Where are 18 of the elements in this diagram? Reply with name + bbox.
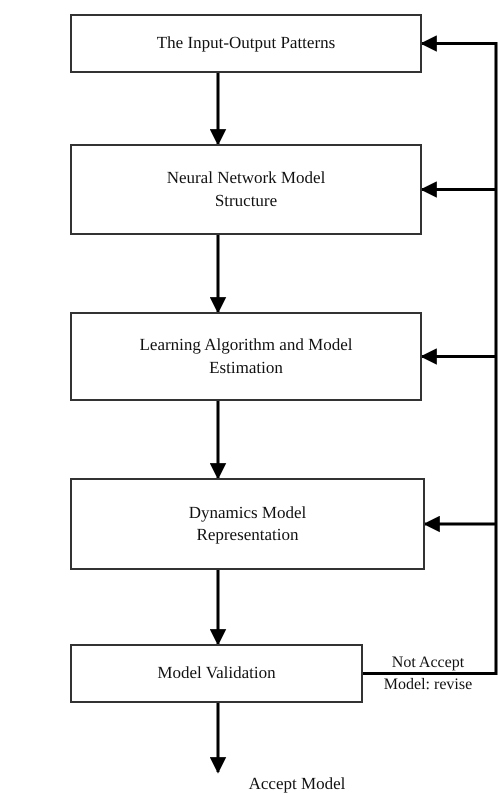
process-box [70, 312, 422, 401]
edge-label: Not Accept Model: revise [382, 652, 474, 694]
box-label: The Input-Output Patterns [156, 32, 336, 54]
arrow [210, 401, 226, 480]
outcome-label: Accept Model [248, 773, 346, 796]
arrow [210, 703, 226, 774]
box-label: Neural Network Model Structure [166, 167, 326, 212]
process-box [70, 644, 363, 703]
process-box [70, 478, 425, 570]
box-label: Model Validation [157, 662, 276, 684]
box-label: Learning Algorithm and Model Estimation [138, 334, 354, 378]
arrow [210, 235, 226, 314]
arrow [210, 570, 226, 646]
process-box [70, 144, 422, 235]
process-box [70, 14, 422, 73]
arrow [363, 516, 498, 675]
box-label: Dynamics Model Representation [188, 502, 308, 546]
arrow [210, 73, 226, 146]
